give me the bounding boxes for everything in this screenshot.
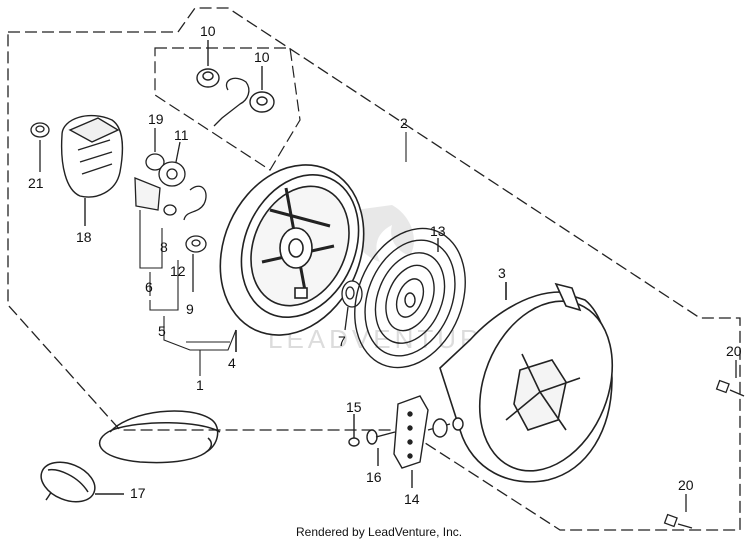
callout-12: 12 — [170, 263, 186, 279]
callout-1: 1 — [196, 377, 204, 393]
callout-6: 6 — [145, 279, 153, 295]
callout-9: 9 — [186, 301, 194, 317]
callout-14: 14 — [404, 491, 420, 507]
callout-3: 3 — [498, 265, 506, 281]
bolt-20a — [715, 360, 745, 397]
pulley-4 — [219, 164, 365, 352]
callout-7: 7 — [338, 333, 346, 349]
callout-13: 13 — [430, 223, 446, 239]
nut-21 — [30, 122, 50, 172]
callout-19: 19 — [148, 111, 164, 127]
callouts: 10 10 2 19 11 21 18 8 12 6 9 5 4 1 7 13 … — [28, 23, 742, 507]
footer-credit: Rendered by LeadVenture, Inc. — [296, 525, 462, 539]
callout-10-b: 10 — [254, 49, 270, 65]
case-3 — [439, 282, 614, 483]
callout-17: 17 — [130, 485, 146, 501]
callout-16: 16 — [366, 469, 382, 485]
callout-11: 11 — [174, 127, 189, 143]
leader-lines-left — [139, 210, 237, 376]
spring-13 — [354, 227, 466, 369]
callout-2: 2 — [400, 115, 408, 131]
washer-10b — [249, 66, 275, 113]
callout-18: 18 — [76, 229, 92, 245]
callout-4: 4 — [228, 355, 236, 371]
callout-5: 5 — [158, 323, 166, 339]
subassembly-outline — [154, 47, 301, 171]
collar-7 — [341, 280, 363, 331]
rope-17 — [40, 410, 221, 503]
ratchet-parts — [134, 128, 207, 292]
callout-21: 21 — [28, 175, 44, 191]
callout-20-b: 20 — [678, 477, 694, 493]
callout-10-a: 10 — [200, 23, 216, 39]
assembly-outline — [7, 7, 741, 531]
cover-18 — [60, 114, 124, 226]
handle-14 — [348, 395, 464, 488]
washer-10a — [196, 40, 220, 88]
callout-15: 15 — [346, 399, 362, 415]
clip-spring — [213, 77, 250, 127]
callout-20-a: 20 — [726, 343, 742, 359]
bolt-20b — [663, 494, 693, 529]
callout-8: 8 — [160, 239, 168, 255]
